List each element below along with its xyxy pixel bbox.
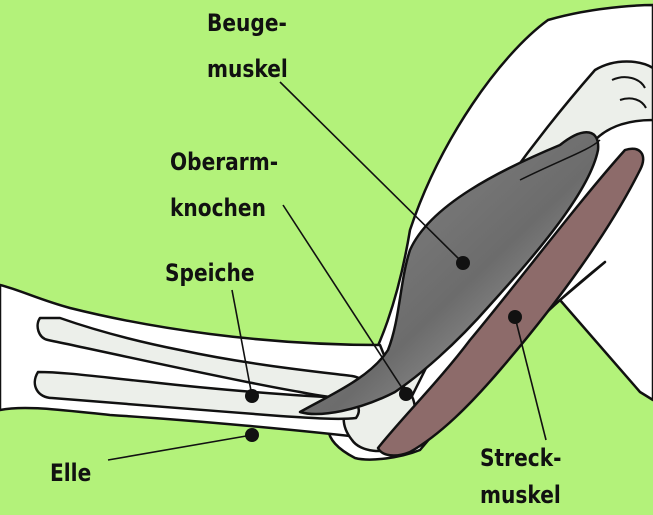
label-extensor-line2: muskel <box>480 480 562 510</box>
dot-flexor <box>456 256 470 270</box>
label-extensor-line1: Streck- <box>480 443 562 473</box>
label-humerus: Oberarm- knochen <box>170 147 278 223</box>
label-flexor-muscle: Beuge- muskel <box>207 8 288 84</box>
dot-radius <box>245 389 259 403</box>
label-ulna: Elle <box>50 458 91 488</box>
leader-ulna <box>108 435 252 460</box>
label-humerus-line2: knochen <box>170 193 278 223</box>
label-radius-line1: Speiche <box>165 258 255 288</box>
dot-extensor <box>508 310 522 324</box>
dot-humerus <box>399 387 413 401</box>
dot-ulna <box>245 428 259 442</box>
label-ulna-line1: Elle <box>50 458 91 488</box>
label-extensor-muscle: Streck- muskel <box>480 443 562 510</box>
label-flexor-line1: Beuge- <box>207 8 288 38</box>
label-flexor-line2: muskel <box>207 54 288 84</box>
label-radius: Speiche <box>165 258 255 288</box>
label-humerus-line1: Oberarm- <box>170 147 278 177</box>
leader-extensor <box>515 317 546 440</box>
